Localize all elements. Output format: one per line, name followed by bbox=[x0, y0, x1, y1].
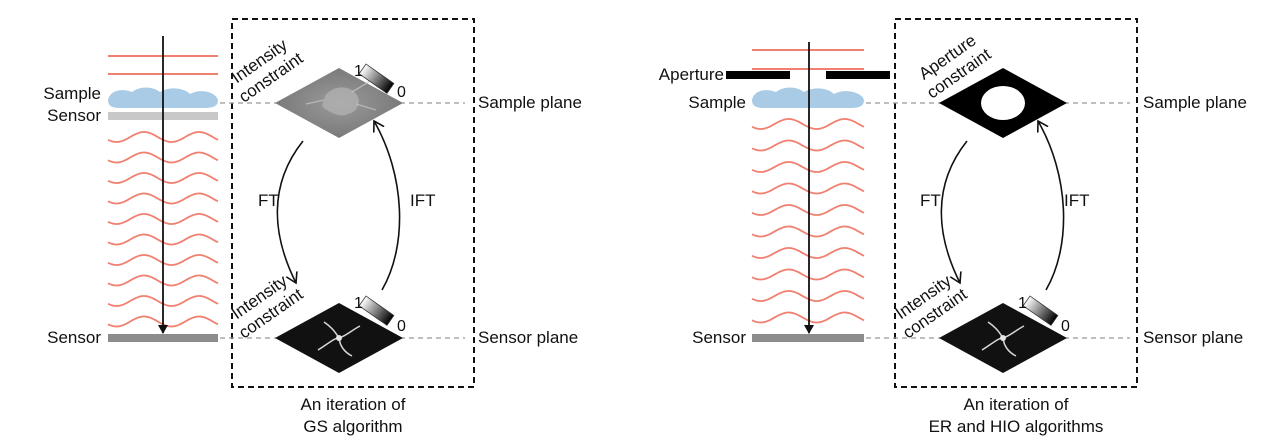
sensor-bar-bottom bbox=[108, 334, 218, 342]
diffracted-wave-line bbox=[751, 182, 865, 195]
aperture-bar-left bbox=[726, 71, 790, 79]
caption-line2: GS algorithm bbox=[303, 417, 402, 436]
diffracted-wave-line bbox=[751, 139, 865, 152]
ft-label: FT bbox=[920, 191, 941, 210]
diffracted-waves bbox=[751, 118, 865, 324]
ift-label: IFT bbox=[410, 191, 436, 210]
sample-plane-label: Sample plane bbox=[1143, 93, 1247, 112]
diffracted-wave-line bbox=[751, 290, 865, 302]
colorbar-bottom-min: 0 bbox=[397, 318, 406, 335]
colorbar-top-min: 0 bbox=[397, 84, 406, 101]
diffracted-wave-line bbox=[751, 311, 865, 324]
caption-line1: An iteration of bbox=[964, 395, 1069, 414]
colorbar-top bbox=[358, 63, 395, 94]
colorbar-bottom-max: 1 bbox=[354, 295, 363, 312]
sample-label: Sample bbox=[688, 93, 746, 112]
ift-label: IFT bbox=[1064, 191, 1090, 210]
aperture-bar-right bbox=[826, 71, 890, 79]
left-panel: Sample Sensor Sensor 1 0 1 0 bbox=[43, 18, 582, 436]
diffracted-wave-line bbox=[751, 161, 865, 173]
colorbar-bottom-min: 0 bbox=[1061, 318, 1070, 335]
sample-plane-image bbox=[275, 68, 403, 138]
sensor-label: Sensor bbox=[692, 328, 746, 347]
ift-arrow bbox=[374, 121, 401, 291]
diffracted-wave-line bbox=[751, 268, 865, 281]
sensor-plane-label: Sensor plane bbox=[478, 328, 578, 347]
iteration-box bbox=[231, 18, 475, 388]
sample-label: Sample bbox=[43, 84, 101, 103]
right-panel: Aperture Sample Sensor 1 bbox=[659, 18, 1247, 436]
sensor-label-top: Sensor bbox=[47, 106, 101, 125]
diffracted-wave-line bbox=[751, 247, 865, 259]
aperture-mask-image bbox=[939, 68, 1067, 138]
colorbar-bottom bbox=[358, 295, 395, 326]
caption-line2: ER and HIO algorithms bbox=[929, 417, 1104, 436]
aperture-label: Aperture bbox=[659, 65, 724, 84]
sensor-plane-image bbox=[939, 303, 1067, 373]
diffracted-wave-line bbox=[751, 118, 865, 130]
diffracted-wave-line bbox=[751, 204, 865, 216]
colorbar-bottom-max: 1 bbox=[1018, 295, 1027, 312]
diffracted-wave-line bbox=[751, 225, 865, 238]
sensor-bar bbox=[752, 334, 864, 342]
sensor-plane-image bbox=[275, 303, 403, 373]
iteration-box bbox=[894, 18, 1138, 388]
ft-arrow bbox=[276, 140, 304, 283]
ift-arrow bbox=[1038, 121, 1065, 291]
sensor-plane-label: Sensor plane bbox=[1143, 328, 1243, 347]
ft-label: FT bbox=[258, 191, 279, 210]
sensor-label-bottom: Sensor bbox=[47, 328, 101, 347]
sample-blob bbox=[752, 87, 864, 108]
colorbar-top-max: 1 bbox=[354, 63, 363, 80]
colorbar-bottom bbox=[1022, 295, 1059, 326]
ft-arrow bbox=[940, 140, 968, 283]
sample-plane-label: Sample plane bbox=[478, 93, 582, 112]
caption-line1: An iteration of bbox=[301, 395, 406, 414]
